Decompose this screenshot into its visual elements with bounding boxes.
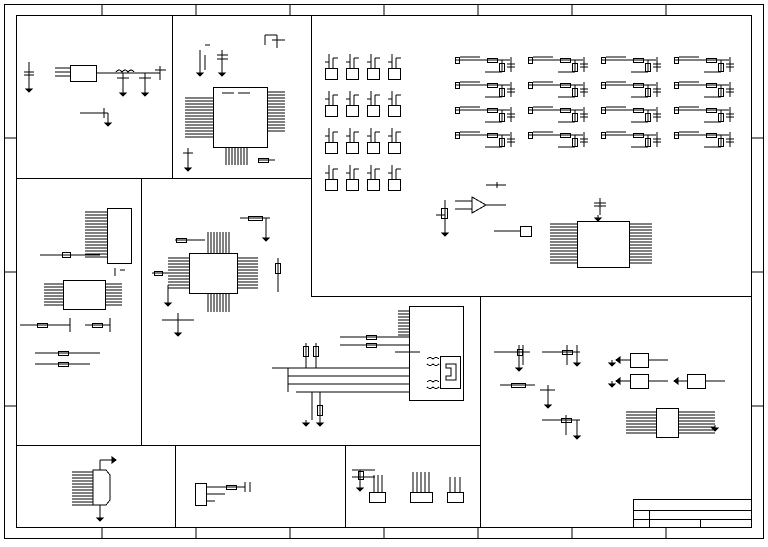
led-cell	[388, 54, 401, 80]
ethernet-pins	[398, 310, 409, 336]
led-cell	[325, 128, 338, 154]
mcu-section	[183, 34, 285, 165]
ground-symbol-icon	[103, 120, 113, 127]
rc-filter-cell	[455, 81, 515, 98]
ground-symbol-icon	[24, 86, 34, 93]
controller-pins	[168, 232, 258, 312]
led-cell	[367, 128, 380, 154]
rc-filter-cell	[674, 131, 734, 148]
section-dividers	[17, 16, 751, 527]
io-section	[494, 345, 725, 438]
sheet-frame	[4, 4, 764, 539]
ground-symbol-icon	[607, 381, 617, 388]
ground-symbol-icon	[543, 402, 553, 409]
rc-filter-cell	[528, 56, 588, 73]
rj45-connector-icon	[440, 356, 461, 389]
led-cell	[346, 91, 359, 117]
ground-symbol-icon	[183, 165, 193, 172]
rj45-port-outline	[445, 363, 457, 381]
ground-symbols	[24, 70, 720, 522]
zone-ticks	[5, 5, 763, 538]
led-cell	[346, 128, 359, 154]
led-cell	[346, 54, 359, 80]
ground-symbol-icon	[261, 235, 271, 242]
ground-symbol-icon	[195, 70, 205, 77]
led-cell	[367, 91, 380, 117]
led-cell	[367, 165, 380, 191]
led-cell	[346, 165, 359, 191]
rc-filter-cell	[455, 106, 515, 123]
rc-filter-cell	[528, 131, 588, 148]
rc-filter-cell	[601, 81, 661, 98]
rc-filter-cell	[528, 81, 588, 98]
rc-filter-bank	[455, 56, 734, 148]
ground-symbol-icon	[315, 420, 325, 427]
transformer-icon	[426, 357, 440, 389]
led-cell	[325, 165, 338, 191]
connector-pins	[72, 471, 93, 506]
pinheader-pins	[373, 472, 461, 492]
led-cell	[388, 128, 401, 154]
led-cell	[388, 91, 401, 117]
power-supply-section	[24, 62, 166, 120]
ground-symbol-icon	[572, 433, 582, 440]
ground-symbol-icon	[118, 90, 128, 97]
ground-symbol-icon	[593, 215, 603, 222]
ground-symbol-icon	[301, 420, 311, 427]
io-pins	[626, 411, 715, 434]
led-cell	[325, 54, 338, 80]
rc-filter-cell	[601, 106, 661, 123]
ground-symbol-icon	[572, 360, 582, 367]
ground-symbol-icon	[607, 360, 617, 367]
ground-symbol-icon	[355, 485, 365, 492]
rc-filter-cell	[601, 56, 661, 73]
mcu-pins	[185, 91, 285, 165]
rc-filter-cell	[674, 106, 734, 123]
driver-pins	[550, 223, 652, 264]
ground-symbol-icon	[173, 330, 183, 337]
opamp-driver	[436, 182, 630, 268]
led-matrix-section	[325, 54, 401, 191]
ground-symbol-icon	[710, 425, 720, 432]
rc-filter-cell	[601, 131, 661, 148]
led-cell	[367, 54, 380, 80]
ground-symbol-icon	[217, 70, 227, 77]
rc-filter-cell	[455, 56, 515, 73]
header-section	[195, 482, 251, 506]
ground-symbol-icon	[514, 365, 524, 372]
rc-filter-cell	[674, 81, 734, 98]
ground-symbol-icon	[95, 515, 105, 522]
rc-filter-cell	[455, 131, 515, 148]
pinheader-section	[352, 469, 464, 503]
interface-pins	[44, 211, 122, 306]
connector-section	[92, 456, 117, 515]
ground-symbol-icon	[163, 300, 173, 307]
ethernet-section	[272, 306, 464, 420]
rc-filter-cell	[674, 56, 734, 73]
led-cell	[325, 91, 338, 117]
rc-filter-cell	[528, 106, 588, 123]
ground-symbol-icon	[440, 230, 450, 237]
interface-section	[20, 208, 132, 367]
title-block	[633, 499, 752, 528]
led-cell	[388, 165, 401, 191]
ground-symbol-icon	[140, 90, 150, 97]
